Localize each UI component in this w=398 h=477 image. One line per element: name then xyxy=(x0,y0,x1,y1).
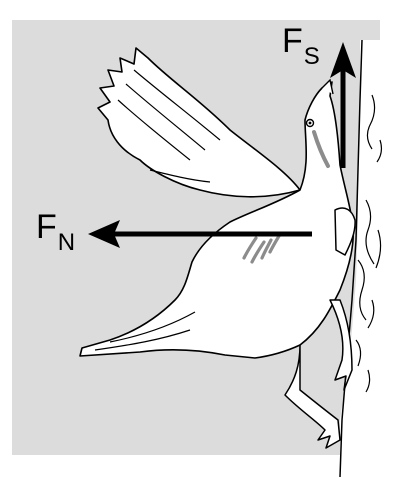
fn-label-main: F xyxy=(36,208,57,246)
fs-label-main: F xyxy=(282,22,303,60)
fn-label-sub: N xyxy=(58,229,75,256)
fs-label-sub: S xyxy=(304,43,320,70)
